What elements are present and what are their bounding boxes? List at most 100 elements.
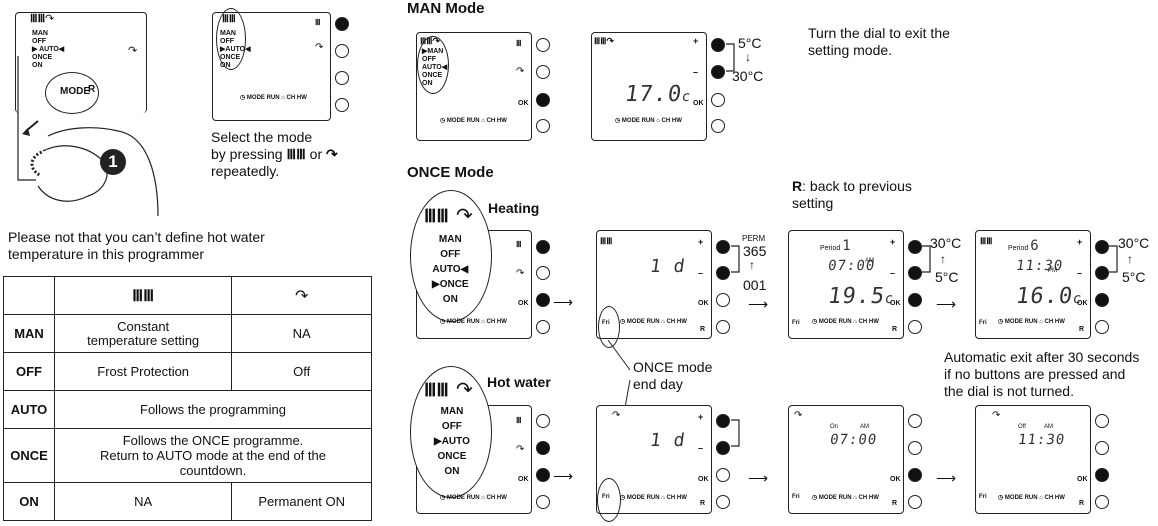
ok-button[interactable] [711,93,725,107]
plus-label: + [698,412,704,422]
temperature-display: 19.5c [826,284,896,309]
plus-button[interactable] [1095,414,1109,428]
plus-label: + [890,237,896,247]
radiator-icon: Ⅲ [516,240,522,249]
r-label: R [892,326,898,333]
minus-button[interactable] [716,266,730,280]
reset-button[interactable] [711,119,725,133]
radiator-icon: Ⅲ [516,416,522,425]
reset-button[interactable] [908,320,922,334]
reset-button[interactable] [1095,320,1109,334]
ok-button[interactable] [536,93,550,107]
plus-button[interactable] [711,38,725,52]
table-cell: Permanent ON [231,482,372,521]
tap-icon: ↷ [45,13,55,25]
device-panel-heating-3 [788,230,904,339]
heating-button[interactable] [536,38,550,52]
heating-button[interactable] [536,414,550,428]
minus-label: – [1077,268,1083,278]
plus-button[interactable] [335,71,349,85]
ok-button[interactable] [908,468,922,482]
reset-button[interactable] [716,495,730,509]
once-mode-title: ONCE Mode [407,164,494,181]
day-highlight [597,478,621,522]
radiator-icon: ⅢⅢ↷ [420,36,440,46]
tap-icon: ↷ [456,205,473,227]
mode-list-highlight [417,36,449,94]
minus-button[interactable] [1095,441,1109,455]
arrow-up-icon: ↑ [940,252,946,266]
temperature-display: 17.0c [623,82,693,107]
period-label: Period 6 [1008,238,1040,254]
range-bracket [731,245,740,273]
tap-icon: ↷ [516,66,525,77]
reset-button[interactable] [716,320,730,334]
table-row: AUTO Follows the programming [3,390,372,429]
plus-button[interactable] [1095,240,1109,254]
ok-label: OK [518,476,529,483]
ok-button[interactable] [536,293,550,307]
mode-list-highlight [216,8,246,70]
ok-button[interactable] [716,293,730,307]
water-button[interactable] [536,65,550,79]
minus-button[interactable] [711,65,725,79]
plus-button[interactable] [716,240,730,254]
ok-button[interactable] [335,98,349,112]
days-display: 1 d [648,430,687,451]
minus-button[interactable] [908,266,922,280]
off-label: Off [1018,424,1026,430]
device-footer: ◷ MODE RUN ⌂ CH HW [440,495,507,501]
water-button[interactable] [536,266,550,280]
day-label: Fri [792,494,800,500]
radiator-icon: Ⅲ [315,18,321,27]
tap-icon: ↷ [794,410,803,421]
step-number-badge: 1 [100,149,126,175]
device-footer: ◷ MODE RUN ⌂ CH HW [812,319,879,325]
ok-label: OK [693,100,704,107]
ok-label: OK [1077,476,1088,483]
minus-button[interactable] [908,441,922,455]
ok-button[interactable] [1095,293,1109,307]
minus-button[interactable] [1095,266,1109,280]
reset-button[interactable] [536,495,550,509]
device-footer: ◷ MODE RUN ⌂ CH HW [240,95,307,101]
minus-label: – [890,268,896,278]
plus-button[interactable] [908,414,922,428]
reset-button[interactable] [536,119,550,133]
device-footer: ◷ MODE RUN ⌂ CH HW [440,118,507,124]
heating-button[interactable] [335,17,349,31]
dial-knob[interactable] [45,72,99,114]
ok-label: OK [518,300,529,307]
dial-reset-label: R [88,84,96,95]
device-footer: ◷ MODE RUN ⌂ CH HW [998,495,1065,501]
ok-label: OK [698,476,709,483]
heating-button[interactable] [536,240,550,254]
ok-button[interactable] [1095,468,1109,482]
table-row: ON NA Permanent ON [3,482,372,521]
ok-button[interactable] [536,468,550,482]
water-button[interactable] [335,44,349,58]
plus-label: + [698,237,704,247]
dial-label: MODE [60,86,90,97]
day-label: Fri [979,494,987,500]
ok-button[interactable] [716,468,730,482]
minus-button[interactable] [716,441,730,455]
ok-label: OK [698,300,709,307]
tap-icon: ↷ [516,444,525,455]
range-hi-label: 30°C [1118,235,1150,251]
reset-button[interactable] [1095,495,1109,509]
minus-label: – [698,268,704,278]
water-button[interactable] [536,441,550,455]
reset-button[interactable] [908,495,922,509]
plus-button[interactable] [716,414,730,428]
r-label: R [892,500,898,507]
plus-button[interactable] [908,240,922,254]
device-footer: ◷ MODE RUN ⌂ CH HW [620,319,687,325]
ok-button[interactable] [908,293,922,307]
mode-table: ⅢⅢ ↷ MAN Constant temperature setting NA… [3,276,372,521]
reset-button[interactable] [536,320,550,334]
table-row: MAN Constant temperature setting NA [3,314,372,353]
